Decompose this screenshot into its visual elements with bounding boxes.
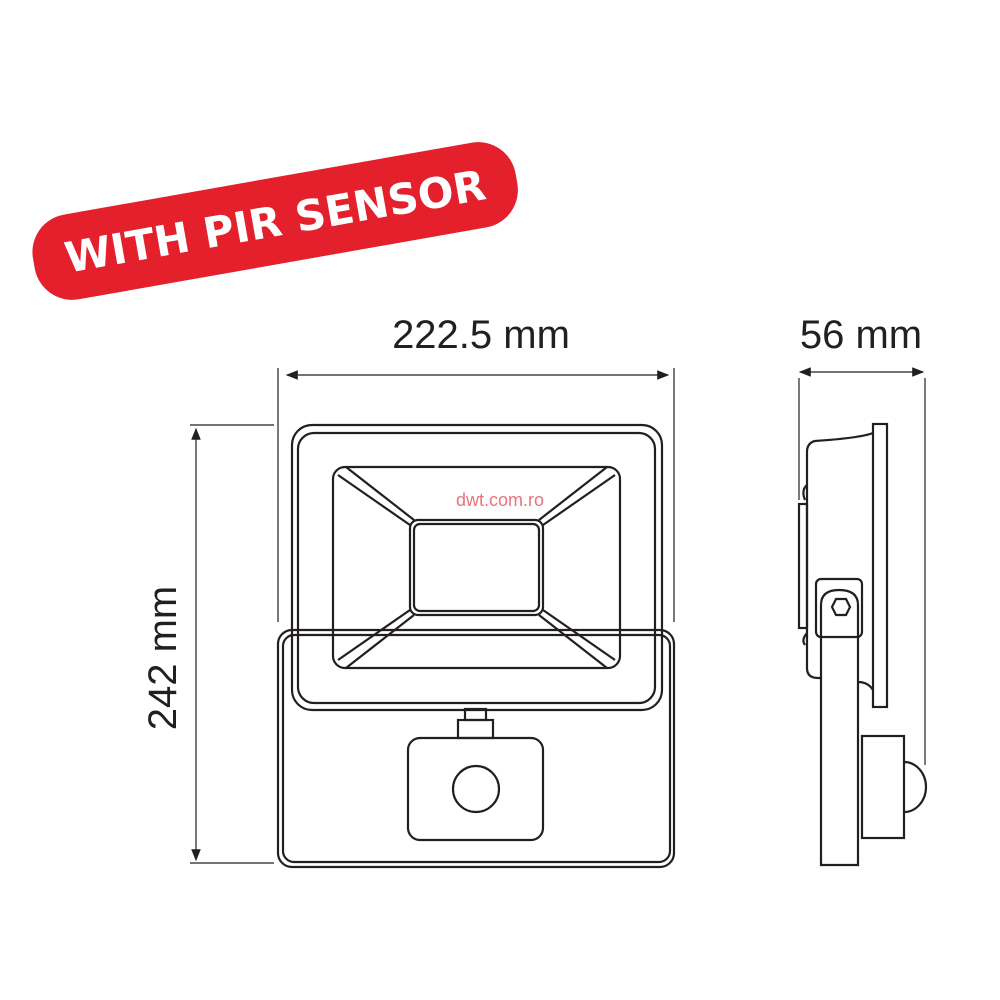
depth-label: 56 mm [800, 313, 922, 357]
side-view [797, 422, 928, 867]
watermark: dwt.com.ro [456, 490, 544, 510]
front-view: dwt.com.ro [276, 423, 676, 869]
width-label: 222.5 mm [392, 313, 570, 357]
height-label: 242 mm [141, 586, 185, 731]
depth-dimension: 56 mm [798, 313, 926, 765]
width-dimension: 222.5 mm [277, 313, 675, 622]
height-dimension: 242 mm [141, 424, 274, 864]
pir-sensor-lens-icon [451, 764, 501, 814]
pir-sensor-banner: WITH PIR SENSOR [32, 142, 518, 300]
hex-bolt-icon [830, 597, 852, 617]
